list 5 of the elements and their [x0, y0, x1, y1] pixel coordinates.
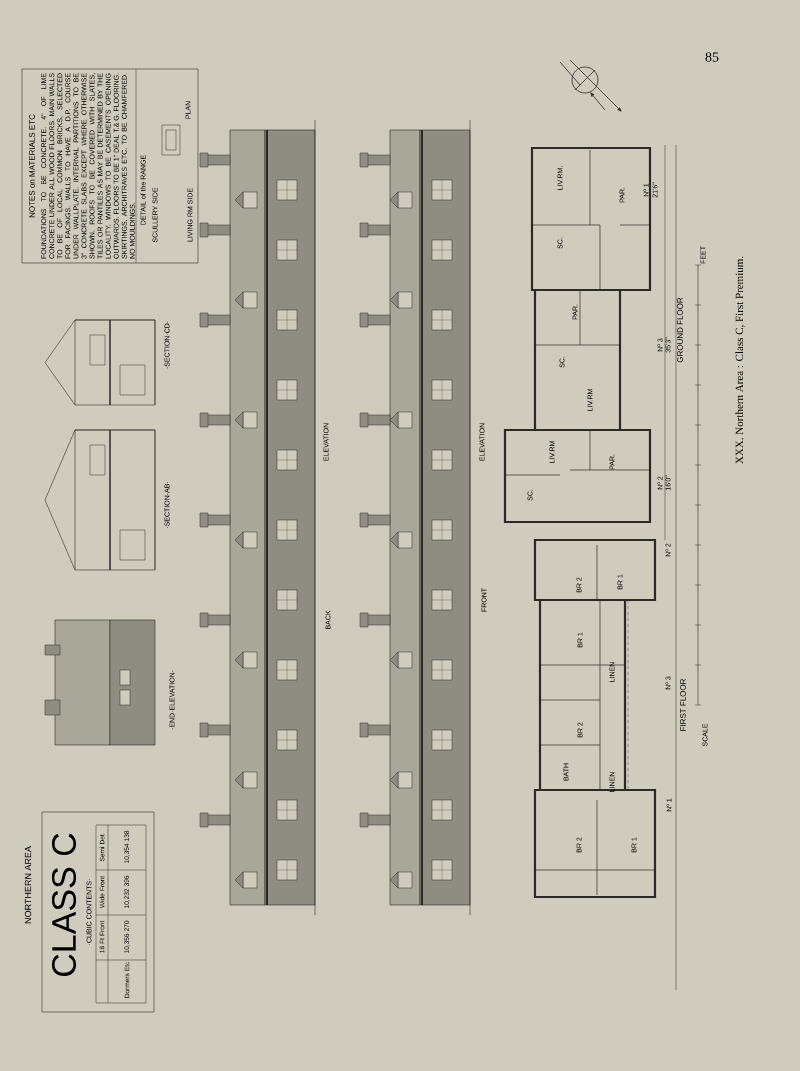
node-label: NORTHERN AREA [24, 846, 32, 924]
page-title: XXX. Northern Area : Class C, First Premium. [735, 256, 745, 464]
page-number: 85 [705, 52, 719, 62]
floor-heading: GROUND FLOOR [677, 297, 683, 363]
floor-heading: FIRST FLOOR [680, 678, 686, 731]
